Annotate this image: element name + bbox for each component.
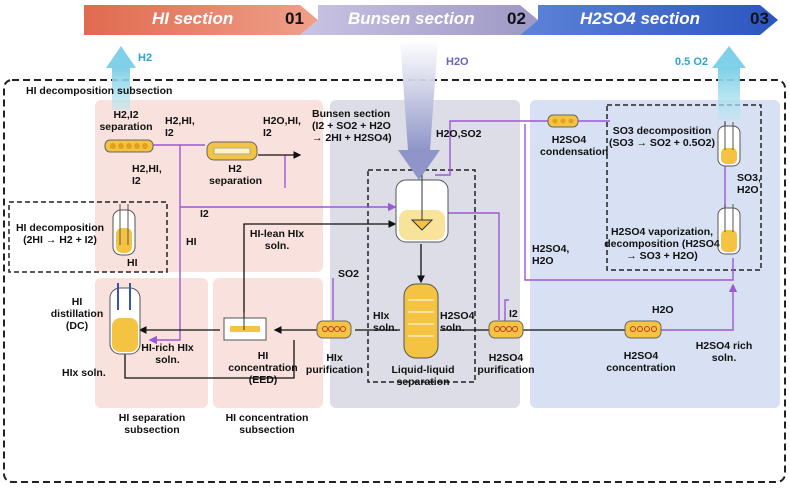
o2-plume [718, 68, 740, 120]
o2-plume-head [712, 46, 746, 68]
stream-hi-mid: HI [186, 236, 197, 248]
hi-decomposition-subsection-label: HI decomposition subsection [26, 85, 173, 97]
hi-lean-stream-label: HI-lean HIx soln. [249, 228, 305, 252]
hi-decomp-box [8, 201, 168, 273]
hi-distillation-label: HI distillation (DC) [50, 296, 104, 332]
liquid-liquid-separation-label: Liquid-liquid separation [391, 364, 455, 388]
black-flow-lines [124, 151, 625, 379]
hi-decomp-reactor [112, 204, 136, 256]
stream-h2o-so2: H2O,SO2 [436, 128, 482, 140]
stream-h2o-hi-i2: H2O,HI, I2 [263, 115, 301, 139]
bunsen-reaction-label: Bunsen section (I2 + SO2 + H2O → 2HI + H… [312, 108, 392, 144]
so3-decomposition-label: SO3 decomposition (SO3 → SO2 + 0.5O2) [609, 125, 715, 149]
stream-h2-hi-i2-mid: H2,HI, I2 [132, 163, 162, 187]
step-01: 01 [285, 9, 304, 28]
stream-i2-mid: I2 [509, 308, 518, 320]
hi-separation-subsection-label: HI separation subsection [118, 412, 186, 436]
h2so4-concentrator [624, 320, 662, 339]
h2so4-concentration-label: H2SO4 concentration [606, 350, 676, 374]
h2so4-condenser [547, 114, 579, 128]
hi-distillation-column [109, 283, 141, 355]
h2so4-section-title: H2SO4 section [580, 9, 700, 28]
purple-flow-lines [130, 120, 738, 345]
h2so4-purification-label: H2SO4 purification [477, 352, 535, 376]
bunsen-section-title: Bunsen section [348, 9, 475, 28]
h2-product-label: H2 [138, 52, 153, 64]
h2o-plume [400, 40, 438, 150]
h2-i2-separation-label: H2,I2 separation [99, 109, 153, 133]
stream-so3-h2o: SO3, H2O [737, 172, 761, 196]
hi-section-title: HI section [152, 9, 234, 28]
hi-decomposition-label: HI decomposition (2HI → H2 + I2) [15, 222, 105, 246]
liquid-liquid-separator [403, 283, 439, 359]
stream-so2: SO2 [338, 268, 360, 280]
hix-soln-left-label: HIx soln. [62, 367, 106, 379]
h2-plume [112, 68, 130, 110]
hi-concentration-zone [213, 278, 323, 408]
h2so4-purifier [488, 320, 524, 339]
h2-separator [206, 141, 258, 161]
eed-unit [223, 312, 267, 341]
h2so4-rich-stream-label: H2SO4 rich soln. [695, 340, 753, 364]
hix-soln-mid-label: HIx soln. [373, 310, 398, 334]
hi-concentration-subsection-label: HI concentration subsection [225, 412, 309, 436]
h2so4-vaporization-label: H2SO4 vaporization, decomposition (H2SO4… [604, 226, 720, 262]
hix-purifier [316, 320, 352, 339]
stream-i2-left: I2 [200, 208, 209, 220]
stream-h2so4-h2o: H2SO4, H2O [532, 243, 570, 267]
h2-separation-label: H2 separation [209, 163, 263, 187]
h2so4-condensation-label: H2SO4 condensation [540, 134, 609, 158]
hi-rich-stream-label: HI-rich HIx soln. [141, 342, 194, 366]
step-02: 02 [507, 9, 526, 28]
bunsen-reactor-box [367, 169, 476, 383]
outer-boundary [3, 79, 786, 483]
o2-product-label: 0.5 O2 [675, 56, 709, 68]
bunsen-reactor [395, 175, 449, 243]
bunsen-zone [330, 100, 520, 408]
h2o-plume-head [398, 150, 440, 180]
h2-i2-separator [104, 139, 154, 153]
step-03: 03 [750, 9, 769, 28]
banner-arrows [84, 5, 778, 35]
stream-hi-small: HI [127, 257, 138, 269]
hix-purification-label: HIx purification [305, 352, 364, 376]
stream-h2-hi-i2-top: H2,HI, I2 [165, 115, 195, 139]
stream-h2o-right: H2O [652, 304, 674, 316]
so3-box [606, 104, 762, 271]
h2-plume-head [106, 46, 136, 68]
so3-decomp-reactor [717, 122, 741, 167]
h2so4-vapor-reactor [717, 204, 741, 255]
h2so4-soln-label: H2SO4 soln. [440, 310, 475, 334]
h2so4-zone [530, 100, 780, 408]
hi-concentration-eed-label: HI concentration (EED) [228, 350, 298, 386]
h2o-feed-label: H2O [446, 56, 469, 68]
